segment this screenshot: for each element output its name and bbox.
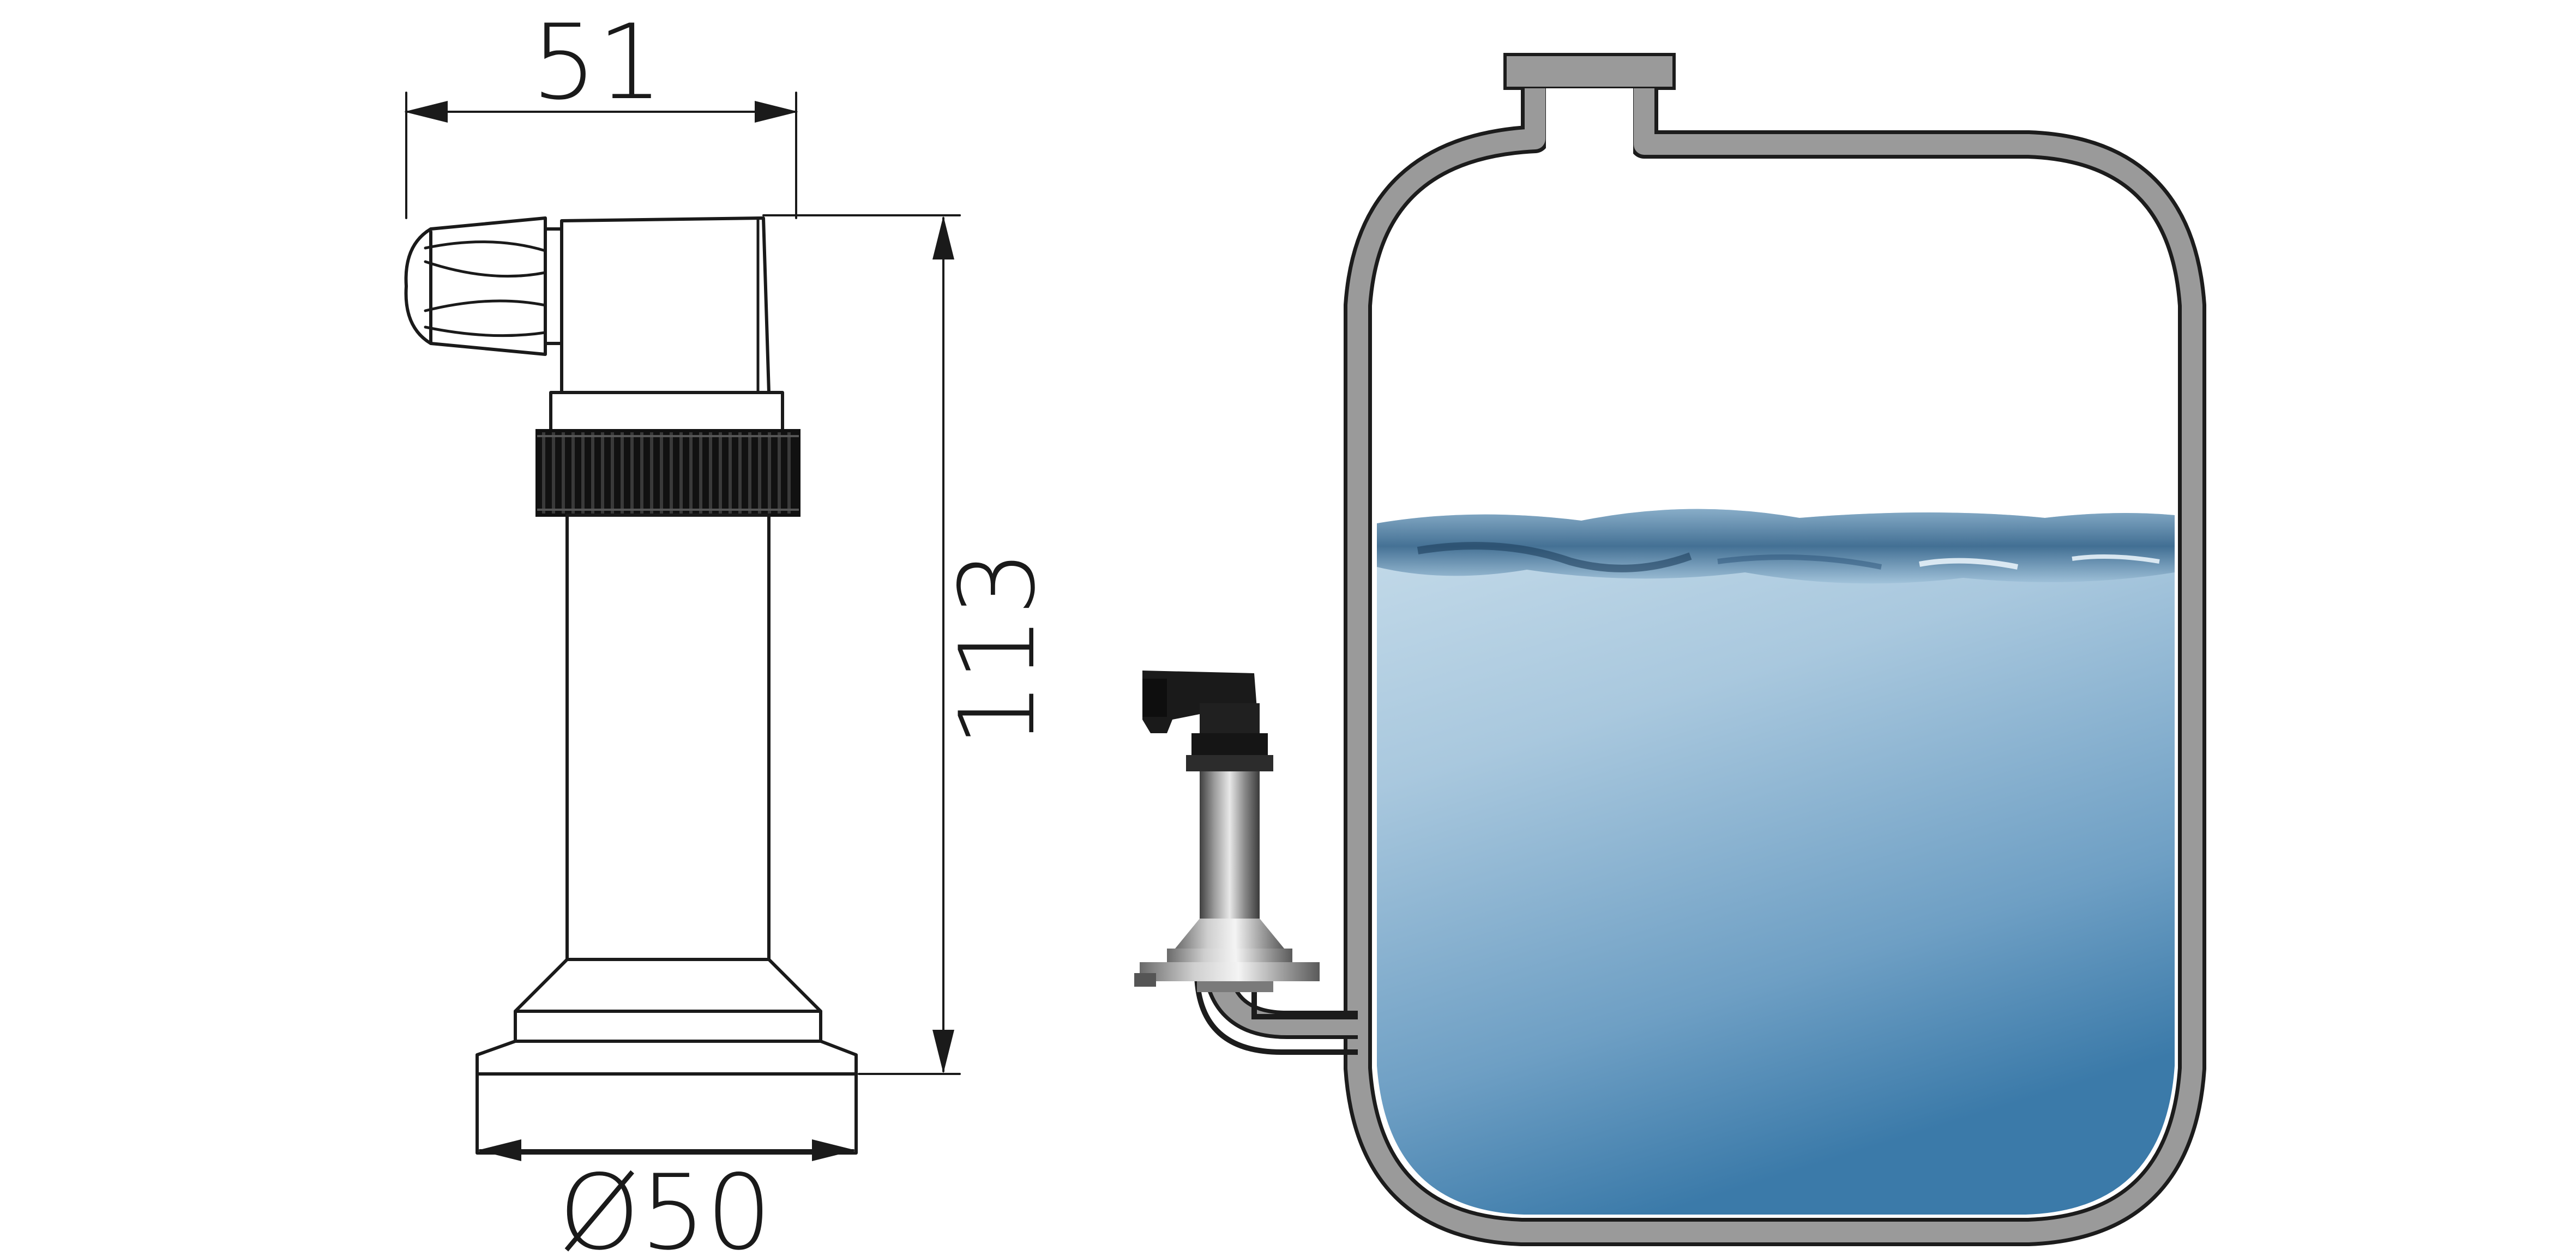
width-dimension-label: 51 <box>531 2 663 123</box>
water-tank <box>1194 53 2206 1246</box>
diameter-dimension-label: Ø50 <box>558 1152 772 1256</box>
tank-top-cap <box>1503 53 1676 90</box>
connector-head <box>549 214 961 432</box>
process-flange <box>476 958 858 1155</box>
sensor-drawing: 51 <box>404 2 1058 1256</box>
knurled-nut <box>535 429 801 517</box>
height-dimension-label: 113 <box>937 550 1058 748</box>
sensor-body-tube <box>565 514 771 961</box>
tank-wall <box>1347 88 2202 1242</box>
water-body <box>1377 509 2175 1215</box>
connector-plug <box>404 216 563 356</box>
mini-pressure-transmitter <box>1134 671 1320 992</box>
